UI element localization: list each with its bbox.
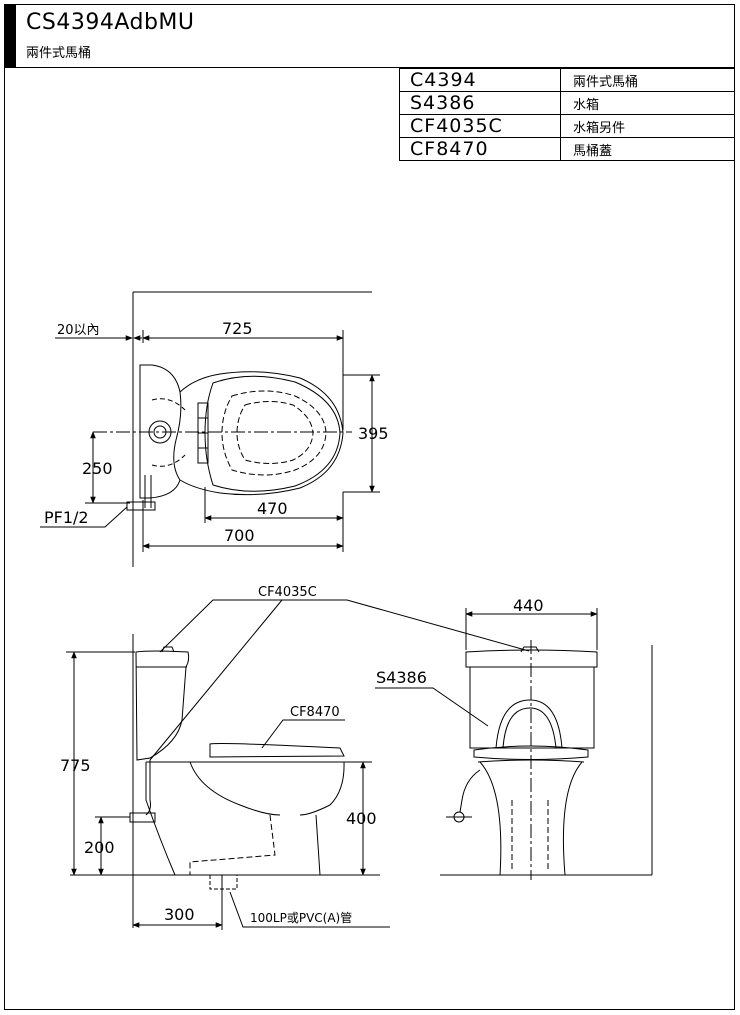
dim-label-200: 200 — [84, 838, 115, 857]
dim-label-700: 700 — [224, 526, 255, 545]
angle-valve — [126, 501, 156, 511]
tank-dashed-curve — [151, 454, 186, 467]
pipe-label: 100LP或PVC(A)管 — [250, 910, 352, 925]
flush-button-front — [520, 646, 540, 653]
parts-row: S4386 水箱 — [399, 91, 735, 115]
callout-cf4035c: CF4035C — [258, 585, 317, 600]
seat-inner-dashed — [221, 390, 327, 476]
drain-pipe — [209, 874, 238, 890]
tank-arch-inner — [502, 707, 557, 749]
dim-label-775: 775 — [60, 756, 91, 775]
part-code: CF8470 — [399, 137, 561, 161]
dim-label-20: 20以內 — [57, 323, 100, 338]
bowl-opening-dashed — [236, 401, 314, 464]
model-subtitle: 兩件式馬桶 — [26, 46, 92, 61]
parts-row: C4394 兩件式馬桶 — [399, 68, 735, 92]
bowl-outline — [179, 371, 344, 496]
seat-lid-side — [209, 743, 345, 758]
callout-s4386: S4386 — [376, 668, 427, 687]
cf4035c-leader — [149, 599, 283, 761]
dim-label-395: 395 — [358, 424, 389, 443]
side-view — [66, 599, 530, 930]
seat-front — [473, 745, 589, 760]
part-code: CF4035C — [399, 114, 561, 138]
top-view — [40, 291, 380, 567]
title-bar-accent — [4, 4, 16, 67]
parts-row: CF8470 馬桶蓋 — [399, 137, 735, 161]
s4386-leader — [375, 687, 489, 727]
trapway-dashed — [189, 814, 276, 875]
pf-leader — [40, 506, 128, 528]
front-view — [375, 608, 653, 880]
dim-label-300: 300 — [164, 905, 195, 924]
supply-pipe-front — [459, 769, 481, 813]
bowl-inner-side — [189, 761, 281, 816]
tank-body-front — [469, 667, 595, 749]
part-code: S4386 — [399, 91, 561, 115]
tank-lid-front — [465, 649, 598, 668]
seat-outline — [204, 375, 341, 492]
callout-cf8470: CF8470 — [290, 705, 340, 720]
parts-table: C4394 兩件式馬桶 S4386 水箱 CF4035C 水箱另件 CF8470… — [399, 68, 735, 161]
part-desc: 水箱 — [560, 91, 735, 115]
cf8470-leader — [261, 719, 345, 749]
drawing-frame — [4, 4, 735, 1010]
dim-label-400: 400 — [346, 809, 377, 828]
part-desc: 馬桶蓋 — [560, 137, 735, 161]
model-title: CS4394AdbMU — [26, 10, 195, 35]
tank-dashed-curve — [151, 398, 186, 411]
pipe-leader — [229, 891, 390, 928]
title-separator — [4, 67, 735, 68]
supply-pipe-side — [145, 760, 151, 816]
bowl-rim-side — [146, 761, 345, 816]
part-code: C4394 — [399, 68, 561, 92]
dim-label-250: 250 — [82, 459, 113, 478]
tank-outline — [139, 364, 182, 499]
pf-label: PF1/2 — [44, 508, 89, 527]
tank-side — [135, 650, 190, 761]
cf4035c-leader — [159, 599, 530, 653]
dim-label-470: 470 — [257, 499, 288, 518]
dim-label-725: 725 — [222, 319, 253, 338]
dim-label-440: 440 — [513, 596, 544, 615]
tank-arch — [495, 699, 563, 749]
